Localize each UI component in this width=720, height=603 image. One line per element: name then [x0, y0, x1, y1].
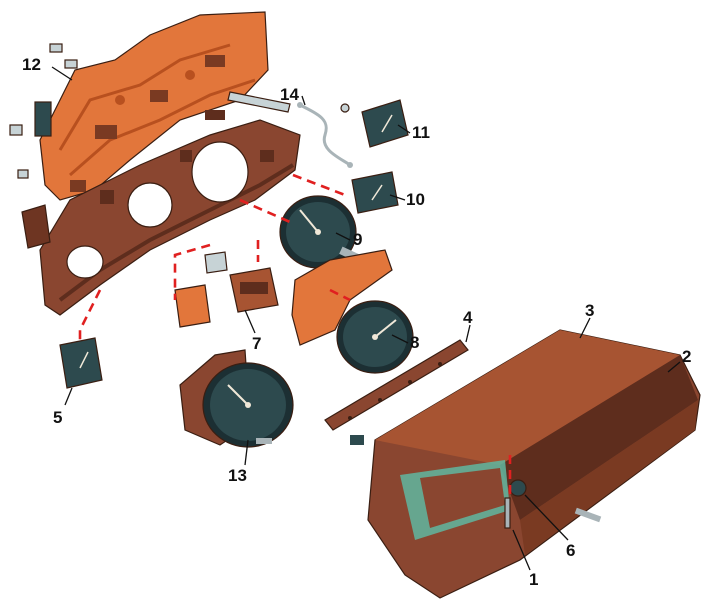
callout-11: 11	[412, 123, 430, 142]
fuel-gauge	[351, 171, 399, 214]
callout-4: 4	[463, 308, 473, 327]
callout-10: 10	[406, 190, 425, 209]
callout-6: 6	[566, 541, 575, 560]
connector-clips	[9, 43, 86, 192]
assembly-guide-lines	[78, 173, 512, 500]
speedometer-cable-wire	[297, 102, 353, 168]
hood-mounting-screw	[504, 497, 511, 529]
instrument-hood	[367, 329, 701, 599]
combination-gauge-assembly	[179, 349, 294, 448]
callout-leaders	[51, 66, 681, 571]
cluster-carrier-housing	[39, 119, 301, 316]
voltage-stabilizer-module	[174, 251, 279, 328]
coolant-temperature-gauge	[340, 99, 409, 148]
callout-13: 13	[228, 466, 247, 485]
callout-9: 9	[353, 230, 362, 249]
callout-8: 8	[410, 333, 419, 352]
callout-labels: 1 2 3 4 5 6 7 8 9 10 11 12 13 14	[22, 55, 691, 589]
printed-circuit-board	[39, 11, 269, 201]
callout-3: 3	[585, 301, 594, 320]
tachometer-gauge	[291, 249, 414, 374]
callout-5: 5	[53, 408, 62, 427]
callout-12: 12	[22, 55, 41, 74]
callout-1: 1	[529, 570, 538, 589]
speedometer-gauge	[279, 195, 359, 269]
clock-gauge	[59, 337, 103, 389]
callout-2: 2	[682, 347, 691, 366]
warning-lamp-bracket	[21, 204, 51, 249]
light-guide-strip	[205, 91, 291, 120]
callout-14: 14	[280, 85, 299, 104]
callout-7: 7	[252, 334, 261, 353]
trim-strip	[324, 339, 469, 445]
